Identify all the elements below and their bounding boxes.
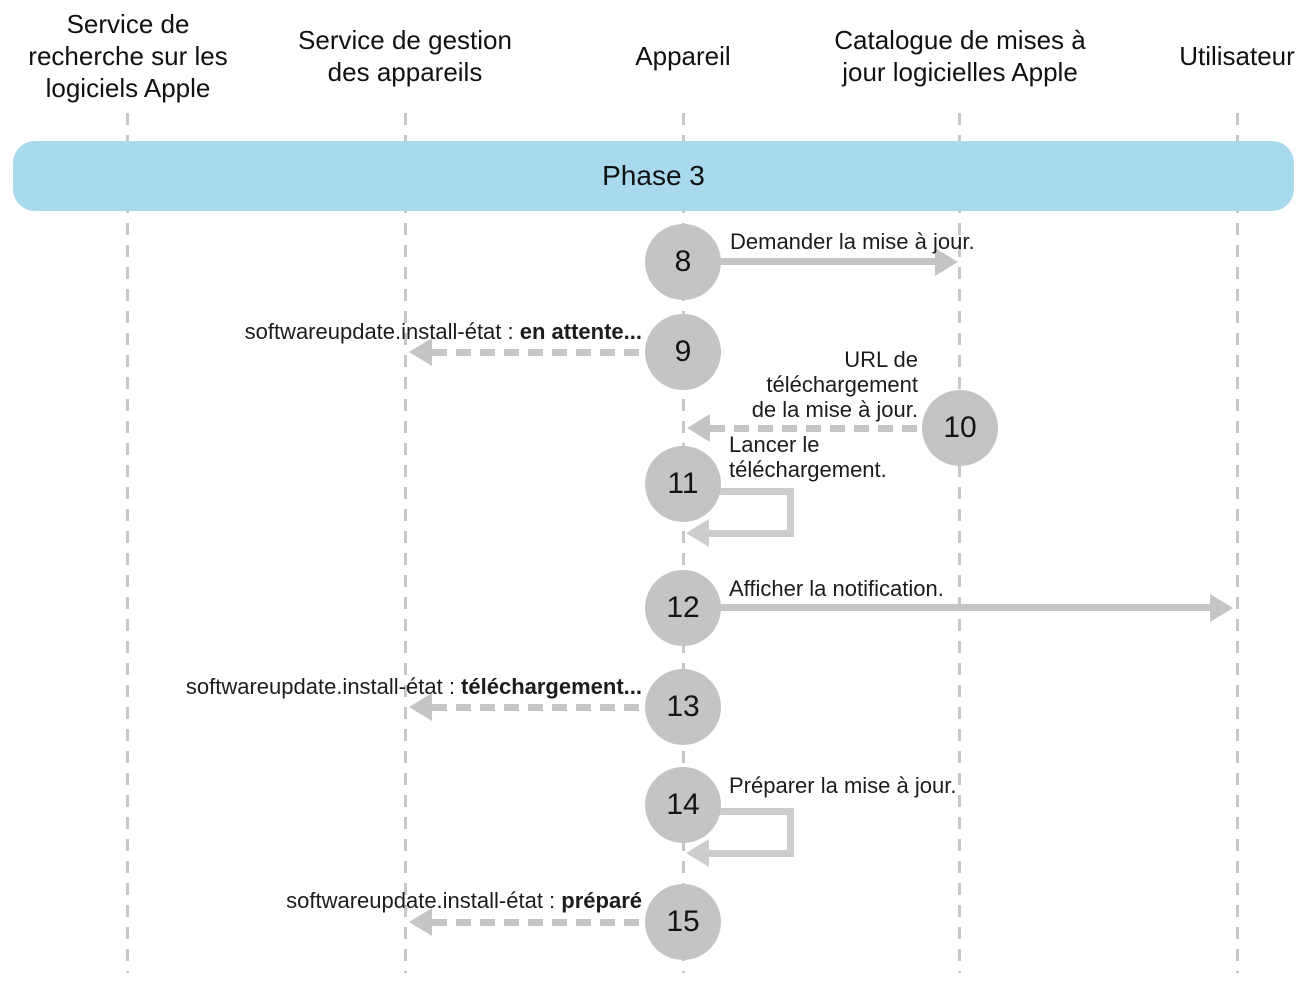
lifeline-service-gestion-appareils [404, 113, 407, 973]
step-14-self-loop [704, 808, 794, 857]
step-12-arrowhead-icon [1210, 594, 1233, 622]
phase-band: Phase 3 [13, 141, 1294, 211]
step-circle-12: 12 [645, 570, 721, 646]
step-9-label: softwareupdate.install-état : en attente… [245, 319, 642, 344]
step-8-arrow [700, 258, 937, 265]
step-13-arrow [432, 704, 648, 711]
lifeline-label-appareil: Appareil [635, 41, 731, 71]
phase-label: Phase 3 [602, 160, 705, 191]
step-circle-10: 10 [922, 390, 998, 466]
step-12-label: Afficher la notification. [729, 576, 944, 601]
lifeline-label-service-gestion: Service de gestion des appareils [298, 25, 512, 87]
step-8-arrowhead-icon [935, 248, 958, 276]
step-13-label-prefix: softwareupdate.install-état : [185, 674, 462, 699]
step-circle-8: 8 [645, 224, 721, 300]
step-9-arrow [432, 349, 648, 356]
step-circle-13: 13 [645, 669, 721, 745]
lifeline-label-catalogue: Catalogue de mises à jour logicielles Ap… [834, 25, 1086, 87]
lifeline-label-utilisateur: Utilisateur [1179, 41, 1295, 71]
step-circle-14: 14 [645, 767, 721, 843]
step-circle-11: 11 [645, 446, 721, 522]
lifeline-label-service-recherche: Service de recherche sur les logiciels A… [28, 9, 228, 103]
step-13-arrowhead-icon [409, 693, 432, 721]
step-9-arrowhead-icon [409, 338, 432, 366]
step-10-arrowhead-icon [687, 414, 710, 442]
step-13-label-status: téléchargement... [461, 674, 642, 699]
step-10-arrow [710, 425, 922, 432]
step-11-arrowhead-icon [686, 519, 709, 547]
step-8-label: Demander la mise à jour. [730, 229, 975, 254]
lifeline-utilisateur [1236, 113, 1239, 973]
step-circle-9: 9 [645, 314, 721, 390]
step-13-label: softwareupdate.install-état : télécharge… [186, 674, 642, 699]
step-14-label: Préparer la mise à jour. [729, 773, 957, 798]
step-14-arrowhead-icon [686, 839, 709, 867]
step-9-label-prefix: softwareupdate.install-état : [244, 319, 520, 344]
lifeline-service-recherche-logiciels-apple [126, 113, 129, 973]
step-9-label-status: en attente... [519, 319, 642, 344]
step-15-arrow [432, 919, 648, 926]
step-15-label: softwareupdate.install-état : préparé [286, 888, 642, 913]
step-12-arrow [700, 604, 1212, 611]
step-10-label: URL de téléchargement de la mise à jour. [751, 347, 918, 422]
step-11-self-loop [704, 488, 794, 537]
step-15-arrowhead-icon [409, 908, 432, 936]
lifeline-appareil [682, 113, 685, 973]
step-11-label: Lancer le téléchargement. [729, 432, 887, 482]
step-circle-15: 15 [645, 884, 721, 960]
step-15-label-status: préparé [561, 888, 642, 913]
step-15-label-prefix: softwareupdate.install-état : [286, 888, 562, 913]
lifeline-catalogue-mises-a-jour [958, 113, 961, 973]
